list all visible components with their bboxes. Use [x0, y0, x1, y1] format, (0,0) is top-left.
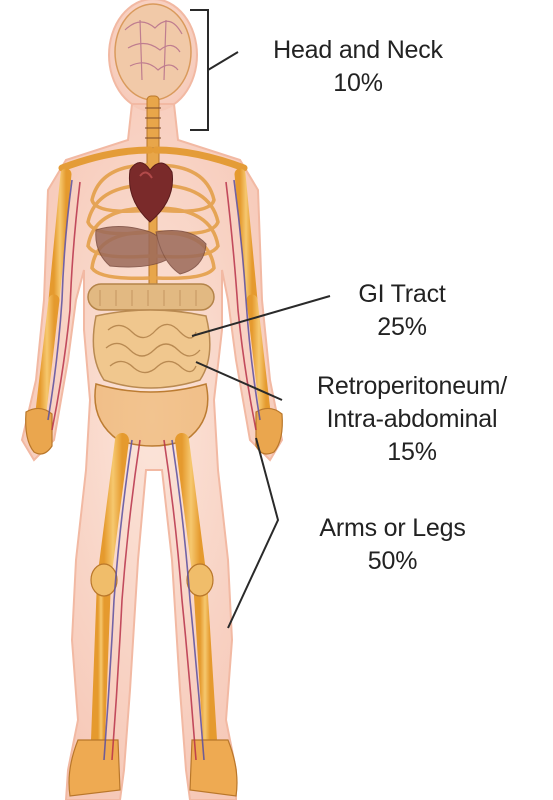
gi-tract-label: GI Tract 25% [322, 278, 482, 344]
limbs-percent: 50% [280, 545, 505, 578]
head-neck-percent: 10% [238, 67, 478, 100]
knees [91, 564, 213, 596]
head-neck-name: Head and Neck [238, 34, 478, 67]
retroperitoneum-label: Retroperitoneum/ Intra-abdominal 15% [278, 370, 546, 469]
head-neck-leader [208, 52, 238, 70]
retroperitoneum-percent: 15% [278, 436, 546, 469]
small-intestine [93, 310, 210, 388]
retroperitoneum-line1: Retroperitoneum/ [278, 370, 546, 403]
gi-tract-percent: 25% [322, 311, 482, 344]
colon [88, 284, 214, 310]
feet [69, 740, 237, 796]
limbs-label: Arms or Legs 50% [280, 512, 505, 578]
limbs-leader [228, 438, 278, 628]
retroperitoneum-line2: Intra-abdominal [278, 403, 546, 436]
limbs-name: Arms or Legs [280, 512, 505, 545]
gi-tract-name: GI Tract [322, 278, 482, 311]
head-neck-label: Head and Neck 10% [238, 34, 478, 100]
